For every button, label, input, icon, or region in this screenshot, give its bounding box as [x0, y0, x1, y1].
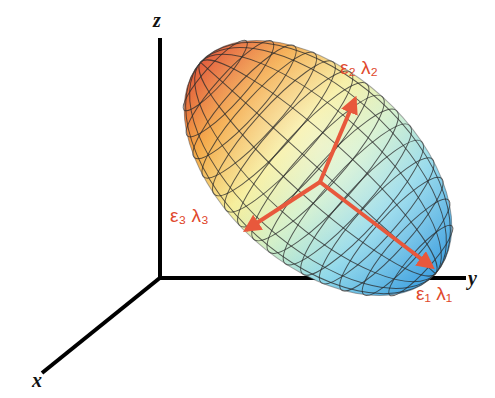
ellipsoid: [136, 0, 495, 345]
eigenvector-arrows: [246, 99, 432, 267]
axis-label: x: [32, 370, 42, 390]
eigen-label: ε₃ λ₃: [170, 206, 209, 225]
axis-label: y: [468, 268, 477, 288]
eigen-label: ε₁ λ₁: [416, 284, 452, 303]
eigen-label: ε₂ λ₂: [340, 58, 378, 77]
axis-label: z: [153, 10, 161, 30]
